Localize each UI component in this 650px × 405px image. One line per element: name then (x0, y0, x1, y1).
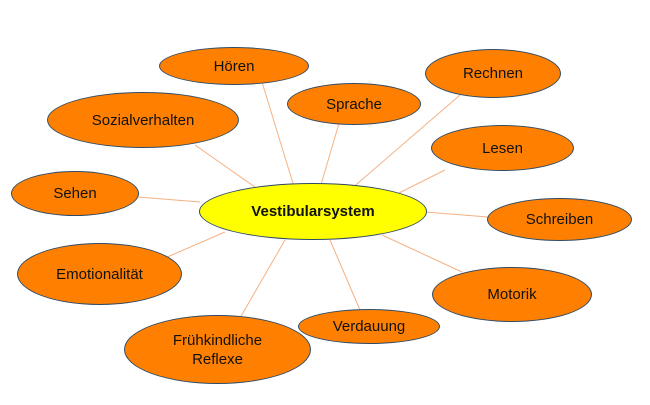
node-motorik-label: Motorik (487, 286, 537, 303)
connector-hoeren (261, 81, 296, 191)
node-sehen: Sehen (11, 171, 139, 216)
connector-emotionalitaet (164, 231, 226, 259)
node-rechnen-label: Rechnen (462, 65, 524, 82)
connector-fruehkindliche-reflexe (239, 239, 286, 319)
connector-sprache (319, 119, 341, 189)
node-schreiben: Schreiben (487, 198, 632, 241)
node-fruehkindliche-reflexe-label: Frühkindliche Reflexe (172, 331, 263, 368)
connector-rechnen (349, 94, 461, 191)
node-sehen-label: Sehen (53, 185, 97, 202)
connector-sozialverhalten (194, 144, 263, 193)
node-rechnen: Rechnen (425, 49, 561, 98)
node-lesen-label: Lesen (482, 139, 523, 157)
node-verdauung-label: Verdauung (332, 318, 406, 335)
node-schreiben-label: Schreiben (525, 211, 594, 228)
node-sozialverhalten-label: Sozialverhalten (91, 111, 195, 129)
node-motorik: Motorik (432, 267, 592, 322)
node-lesen: Lesen (431, 125, 574, 171)
node-sprache-label: Sprache (326, 95, 382, 113)
node-hoeren: Hören (159, 47, 309, 85)
connector-lesen (394, 169, 446, 196)
connector-verdauung (329, 239, 361, 311)
connector-sehen (137, 196, 201, 203)
center-node: Vestibularsystem (199, 183, 427, 240)
connector-schreiben (424, 211, 489, 218)
node-sozialverhalten: Sozialverhalten (47, 92, 239, 148)
node-emotionalitaet-label: Emotionalität (56, 265, 143, 283)
node-emotionalitaet: Emotionalität (17, 243, 182, 305)
node-verdauung: Verdauung (298, 309, 440, 344)
node-sprache: Sprache (287, 83, 421, 125)
center-node-label: Vestibularsystem (251, 203, 375, 220)
node-hoeren-label: Hören (213, 57, 255, 75)
connector-motorik (381, 234, 463, 273)
node-fruehkindliche-reflexe: Frühkindliche Reflexe (124, 315, 311, 384)
